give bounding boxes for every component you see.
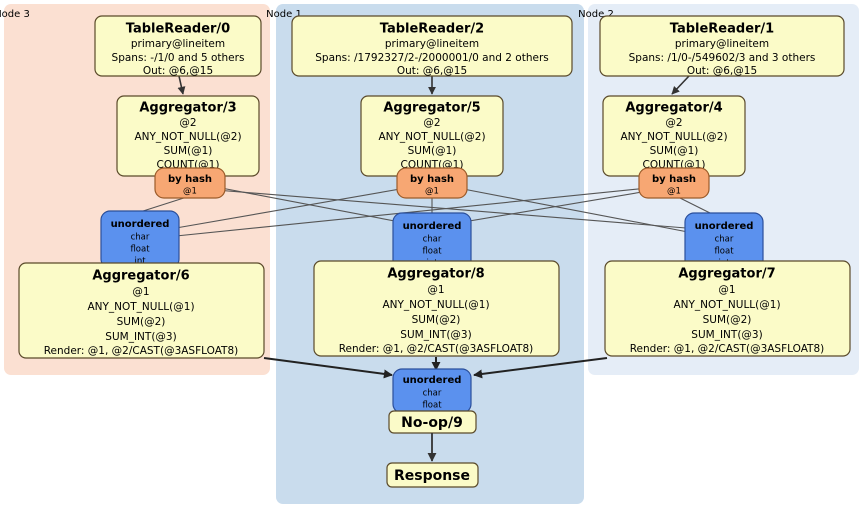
- aggregator3-line-2: SUM(@1): [164, 145, 213, 157]
- panel-node3-label: Node 3: [0, 9, 30, 20]
- aggregator5-line-2: SUM(@1): [408, 145, 457, 157]
- edge-tr1-agg4: [671, 75, 690, 95]
- response-title: Response: [394, 468, 470, 484]
- unordered-right-title: unordered: [695, 221, 754, 232]
- aggregator7-line-1: ANY_NOT_NULL(@1): [673, 299, 780, 311]
- node-aggregator7[interactable]: Aggregator/7 @1 ANY_NOT_NULL(@1) SUM(@2)…: [604, 260, 851, 357]
- byhash-right-title: by hash: [652, 174, 696, 185]
- tablereader0-line-1: Spans: -/1/0 and 5 others: [112, 52, 245, 64]
- unordered-final-line-1: float: [422, 401, 442, 411]
- edges-to-final-unordered: [263, 357, 608, 379]
- aggregator4-line-2: SUM(@1): [650, 145, 699, 157]
- edge-agg7-final: [473, 357, 608, 379]
- panel-node2-label: Node 2: [578, 9, 614, 20]
- edges-tablereader-to-aggregator: [177, 75, 690, 95]
- node-aggregator5[interactable]: Aggregator/5 @2 ANY_NOT_NULL(@2) SUM(@1)…: [360, 95, 504, 177]
- unordered-center-title: unordered: [403, 221, 462, 232]
- node-byhash-left[interactable]: by hash @1: [154, 167, 226, 199]
- unordered-left-line-1: float: [130, 245, 150, 255]
- node-unordered-right[interactable]: unordered char float int: [684, 212, 764, 271]
- panel-node1-label: Node 1: [266, 9, 302, 20]
- node-byhash-center[interactable]: by hash @1: [396, 167, 468, 199]
- byhash-center-line-0: @1: [425, 187, 439, 197]
- node-aggregator4[interactable]: Aggregator/4 @2 ANY_NOT_NULL(@2) SUM(@1)…: [602, 95, 746, 177]
- edge-agg6-final: [263, 357, 393, 379]
- aggregator4-line-0: @2: [665, 117, 682, 129]
- aggregator6-line-1: ANY_NOT_NULL(@1): [87, 301, 194, 313]
- node-aggregator3[interactable]: Aggregator/3 @2 ANY_NOT_NULL(@2) SUM(@1)…: [116, 95, 260, 177]
- tablereader2-title: TableReader/2: [380, 22, 484, 37]
- unordered-center-line-0: char: [423, 235, 442, 245]
- unordered-left-title: unordered: [111, 219, 170, 230]
- tablereader1-line-0: primary@lineitem: [675, 38, 769, 50]
- unordered-final-line-0: char: [423, 389, 442, 399]
- aggregator6-line-3: SUM_INT(@3): [105, 331, 176, 343]
- tablereader2-line-2: Out: @6,@15: [397, 65, 467, 77]
- unordered-right-line-0: char: [715, 235, 734, 245]
- node-tablereader2[interactable]: TableReader/2 primary@lineitem Spans: /1…: [291, 15, 573, 77]
- node-tablereader1[interactable]: TableReader/1 primary@lineitem Spans: /1…: [599, 15, 845, 77]
- aggregator8-line-2: SUM(@2): [412, 314, 461, 326]
- aggregator5-line-0: @2: [423, 117, 440, 129]
- aggregator7-line-0: @1: [718, 284, 735, 296]
- tablereader0-line-0: primary@lineitem: [131, 38, 225, 50]
- aggregator6-line-2: SUM(@2): [117, 316, 166, 328]
- edge-tr0-agg3: [177, 75, 186, 95]
- aggregator5-line-1: ANY_NOT_NULL(@2): [378, 131, 485, 143]
- byhash-left-line-0: @1: [183, 187, 197, 197]
- tablereader2-line-0: primary@lineitem: [385, 38, 479, 50]
- aggregator4-title: Aggregator/4: [625, 101, 722, 116]
- aggregator7-line-4: Render: @1, @2/CAST(@3ASFLOAT8): [630, 343, 825, 355]
- node-tablereader0[interactable]: TableReader/0 primary@lineitem Spans: -/…: [94, 15, 262, 77]
- aggregator8-line-0: @1: [427, 284, 444, 296]
- aggregator8-line-4: Render: @1, @2/CAST(@3ASFLOAT8): [339, 343, 534, 355]
- aggregator3-title: Aggregator/3: [139, 101, 236, 116]
- unordered-left-line-0: char: [131, 233, 150, 243]
- aggregator8-line-1: ANY_NOT_NULL(@1): [382, 299, 489, 311]
- node-unordered-left[interactable]: unordered char float int: [100, 210, 180, 269]
- tablereader2-line-1: Spans: /1792327/2-/2000001/0 and 2 other…: [315, 52, 548, 64]
- aggregator3-line-0: @2: [179, 117, 196, 129]
- aggregator5-title: Aggregator/5: [383, 101, 480, 116]
- node-aggregator8[interactable]: Aggregator/8 @1 ANY_NOT_NULL(@1) SUM(@2)…: [313, 260, 560, 357]
- aggregator4-line-1: ANY_NOT_NULL(@2): [620, 131, 727, 143]
- tablereader0-title: TableReader/0: [126, 22, 230, 37]
- unordered-left-line-2: int: [134, 257, 146, 267]
- aggregator6-line-4: Render: @1, @2/CAST(@3ASFLOAT8): [44, 345, 239, 357]
- aggregator7-title: Aggregator/7: [678, 267, 775, 282]
- tablereader0-line-2: Out: @6,@15: [143, 65, 213, 77]
- aggregator6-line-0: @1: [132, 286, 149, 298]
- unordered-final-title: unordered: [403, 375, 462, 386]
- tablereader1-line-1: Spans: /1/0-/549602/3 and 3 others: [629, 52, 816, 64]
- unordered-center-line-1: float: [422, 247, 442, 257]
- node-noop9[interactable]: No-op/9: [388, 410, 477, 434]
- byhash-center-title: by hash: [410, 174, 454, 185]
- unordered-right-line-1: float: [714, 247, 734, 257]
- aggregator6-title: Aggregator/6: [92, 269, 189, 284]
- aggregator7-line-3: SUM_INT(@3): [691, 329, 762, 341]
- byhash-left-title: by hash: [168, 174, 212, 185]
- tablereader1-title: TableReader/1: [670, 22, 774, 37]
- tablereader1-line-2: Out: @6,@15: [687, 65, 757, 77]
- noop9-title: No-op/9: [401, 415, 463, 431]
- aggregator8-line-3: SUM_INT(@3): [400, 329, 471, 341]
- node-byhash-right[interactable]: by hash @1: [638, 167, 710, 199]
- aggregator3-line-1: ANY_NOT_NULL(@2): [134, 131, 241, 143]
- node-aggregator6[interactable]: Aggregator/6 @1 ANY_NOT_NULL(@1) SUM(@2)…: [18, 262, 265, 359]
- byhash-right-line-0: @1: [667, 187, 681, 197]
- node-unordered-final[interactable]: unordered char float: [392, 368, 472, 414]
- aggregator8-title: Aggregator/8: [387, 267, 484, 282]
- node-response[interactable]: Response: [386, 462, 479, 488]
- aggregator7-line-2: SUM(@2): [703, 314, 752, 326]
